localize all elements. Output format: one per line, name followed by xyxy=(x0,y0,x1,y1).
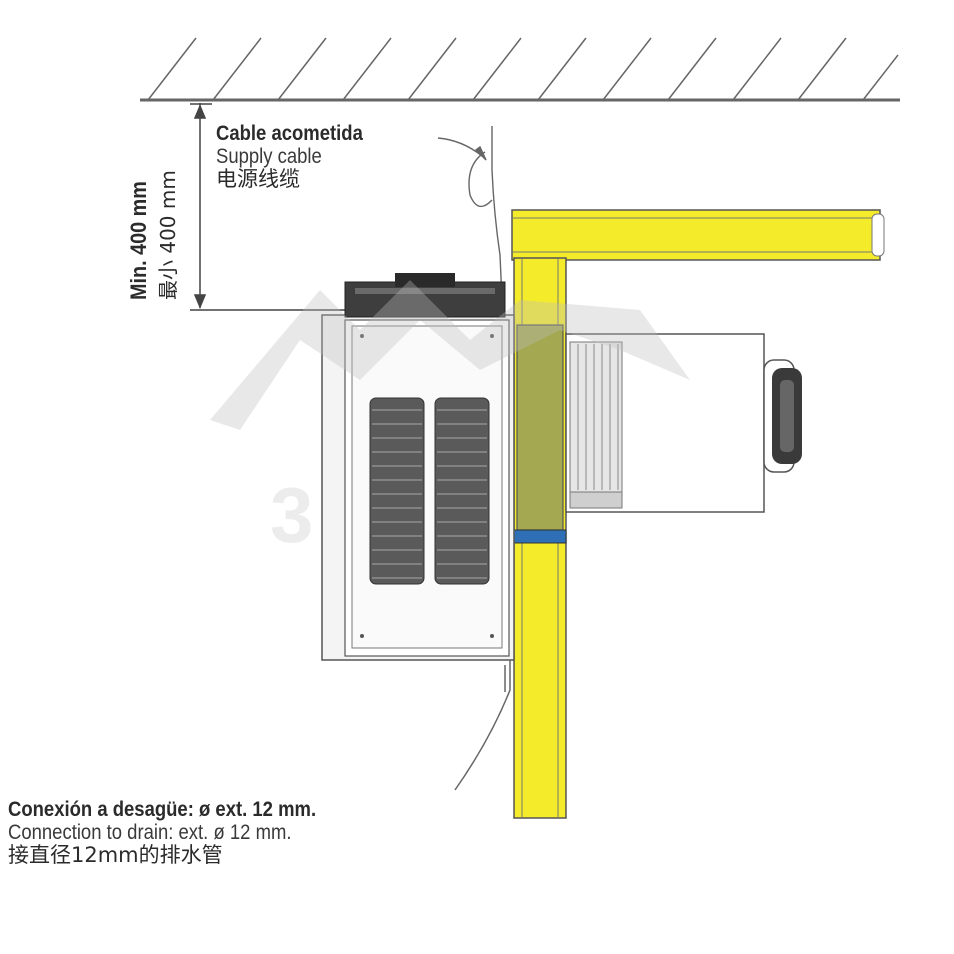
condensing-unit xyxy=(321,273,515,661)
supply-cable xyxy=(437,126,503,301)
cable-label-zh: 电源线缆 xyxy=(216,167,300,192)
evaporator-unit xyxy=(565,333,802,513)
dimension-label-en: Min. 400 mm xyxy=(126,181,151,300)
condenser-coil-right xyxy=(434,397,490,585)
dimension-label: Min. 400 mm 最小 400 mm xyxy=(126,100,186,300)
watermark-mountain xyxy=(210,280,690,430)
watermark-text: 3 xyxy=(270,471,316,559)
dimension-label-zh: 最小 400 mm xyxy=(156,170,180,300)
supply-cable-label: Cable acometida Supply cable 电源线缆 xyxy=(216,122,383,191)
insulation-panels xyxy=(511,209,885,819)
wall-opening xyxy=(516,324,564,531)
drain-pipe xyxy=(454,660,511,791)
drain-label-es: Conexión a desagüe: ø ext. 12 mm. xyxy=(8,798,317,821)
dimension-indicator xyxy=(190,103,345,311)
top-control-box xyxy=(344,281,506,318)
drain-label-en: Connection to drain: ext. ø 12 mm. xyxy=(8,821,292,845)
condenser-coil-left xyxy=(369,397,425,585)
drain-connection-label: Conexión a desagüe: ø ext. 12 mm. Connec… xyxy=(8,798,358,867)
cable-label-en: Supply cable xyxy=(216,145,322,169)
seal-band xyxy=(513,529,567,544)
evaporator-fins xyxy=(569,341,623,493)
drain-label-zh: 接直径12mm的排水管 xyxy=(8,843,223,868)
ceiling xyxy=(140,37,900,102)
cable-label-es: Cable acometida xyxy=(216,122,363,145)
